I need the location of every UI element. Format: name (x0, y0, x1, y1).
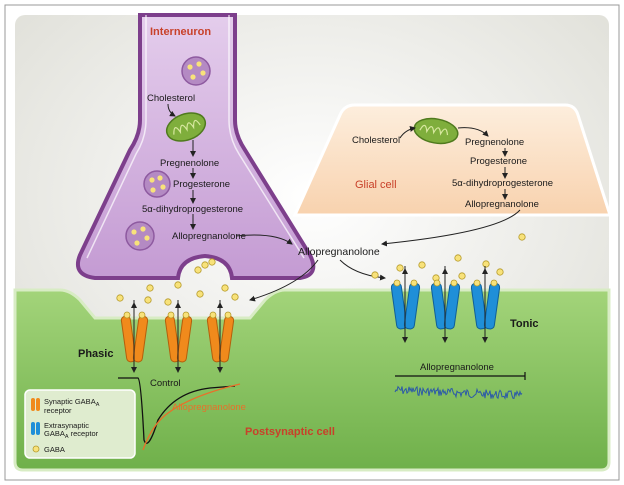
glial-cell (292, 103, 613, 217)
extrasynaptic-gaba-receptor (470, 266, 501, 343)
control-label: Control (150, 378, 181, 389)
interneuron-title: Interneuron (150, 26, 211, 38)
interneuron-pathway-arrows (167, 103, 196, 230)
legend-gaba-icon (32, 445, 40, 453)
extrasynaptic-gaba-receptor (430, 266, 461, 343)
glial-step-2: Progesterone (470, 156, 527, 167)
mitochondrion (165, 112, 207, 142)
control-trace (118, 377, 236, 444)
allopregnanolone-tonic-label: Allopregnanolone (420, 362, 494, 373)
interneuron-step-3: 5α-dihydroprogesterone (142, 204, 243, 215)
glial-pathway-arrows (399, 126, 508, 200)
gaba-molecules (116, 233, 526, 306)
allopregnanolone-trace-label: Allopregnanolone (172, 402, 246, 413)
interneuron (75, 13, 316, 280)
glial-step-0: Cholesterol (352, 135, 400, 146)
legend-synaptic-icon (31, 398, 35, 411)
vesicle (181, 56, 211, 86)
postsynaptic-cell (13, 288, 611, 472)
allopregnanolone-center: Allopregnanolone (298, 246, 380, 258)
synaptic-gaba-receptor (120, 300, 149, 373)
legend-extrasynaptic-label: Extrasynaptic GABAA receptor (44, 421, 99, 440)
phasic-label: Phasic (78, 348, 113, 360)
glial-step-4: Allopregnanolone (465, 199, 539, 210)
allopregnanolone-phasic-trace (142, 383, 241, 451)
synaptic-gaba-receptor (164, 300, 193, 373)
vesicle (125, 221, 155, 251)
glial-step-1: Pregnenolone (465, 137, 524, 148)
extrasynaptic-gaba-receptor (390, 266, 421, 343)
allopregnanolone-flow-arrows (235, 209, 521, 302)
interneuron-step-0: Cholesterol (147, 93, 195, 104)
glial-cell-title: Glial cell (355, 179, 397, 191)
legend-synaptic-label: Synaptic GABAA receptor (44, 397, 101, 415)
tonic-label: Tonic (510, 318, 539, 330)
postsynaptic-cell-title: Postsynaptic cell (245, 426, 335, 438)
legend-extrasynaptic-icon (31, 422, 35, 435)
tonic-current-trace (394, 385, 523, 400)
interneuron-step-1: Pregnenolone (160, 158, 219, 169)
legend-gaba-label: GABA (44, 445, 65, 454)
synaptic-gaba-receptor (206, 300, 235, 373)
interneuron-step-2: Progesterone (173, 179, 230, 190)
interneuron-step-4: Allopregnanolone (172, 231, 246, 242)
legend: Synaptic GABAA receptor Extrasynaptic GA… (24, 389, 136, 459)
vesicle (143, 170, 171, 198)
glial-step-3: 5α-dihydroprogesterone (452, 178, 553, 189)
